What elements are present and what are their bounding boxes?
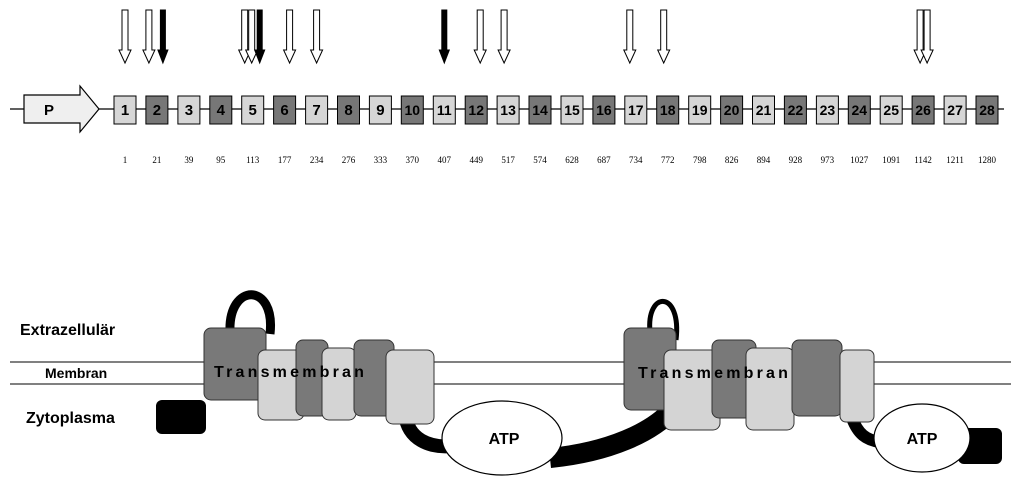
open-mutation-arrow-exon-6-6 — [284, 10, 296, 63]
exon-label-12: 12 — [468, 102, 484, 118]
exon-position-9: 333 — [374, 155, 388, 165]
exon-position-10: 370 — [406, 155, 420, 165]
open-mutation-arrow-exon-2-1 — [143, 10, 155, 63]
n-terminus-block — [156, 400, 206, 434]
exon-position-27: 1211 — [946, 155, 964, 165]
exon-label-19: 19 — [692, 102, 708, 118]
mutation-arrows — [119, 10, 933, 63]
exon-label-7: 7 — [312, 102, 320, 119]
open-mutation-arrow-exon-7-7 — [311, 10, 323, 63]
exon-label-22: 22 — [788, 102, 804, 118]
exon-label-26: 26 — [915, 102, 931, 118]
promoter-arrow — [24, 86, 99, 132]
exon-position-16: 687 — [597, 155, 611, 165]
tm1-segment-4 — [322, 348, 356, 420]
exon-position-22: 928 — [789, 155, 803, 165]
exon-label-14: 14 — [532, 102, 548, 118]
promoter: P — [24, 86, 99, 132]
exon-label-3: 3 — [185, 102, 193, 119]
open-mutation-arrow-exon-13-10 — [498, 10, 510, 63]
cytoplasm-label: Zytoplasma — [26, 410, 115, 427]
exon-position-3: 39 — [184, 155, 194, 165]
exon-label-10: 10 — [405, 102, 421, 118]
exon-label-4: 4 — [217, 102, 226, 119]
exon-position-24: 1027 — [850, 155, 869, 165]
exon-position-6: 177 — [278, 155, 292, 165]
tm2-segment-4 — [746, 348, 794, 430]
exon-position-21: 894 — [757, 155, 771, 165]
exon-position-23: 973 — [821, 155, 835, 165]
tm2-segment-6 — [840, 350, 874, 422]
exon-position-25: 1091 — [882, 155, 900, 165]
exon-label-18: 18 — [660, 102, 676, 118]
exon-label-24: 24 — [852, 102, 868, 118]
open-mutation-arrow-exon-18-12 — [658, 10, 670, 63]
exon-position-4: 95 — [216, 155, 226, 165]
exon-label-20: 20 — [724, 102, 740, 118]
exon-label-23: 23 — [820, 102, 836, 118]
exon-position-14: 574 — [533, 155, 547, 165]
atp-label-1: ATP — [489, 431, 520, 448]
filled-mutation-arrow-exon-5-5 — [255, 10, 265, 63]
tm2-segment-5 — [792, 340, 842, 416]
extracellular-label: Extrazellulär — [20, 322, 115, 339]
exon-position-26: 1142 — [914, 155, 932, 165]
exon-position-5: 113 — [246, 155, 260, 165]
exon-label-9: 9 — [376, 102, 384, 119]
exon-label-13: 13 — [500, 102, 516, 118]
atp-domain-2: ATP — [874, 404, 970, 472]
transmembrane-label-1: Transmembran — [214, 364, 367, 381]
exon-label-15: 15 — [564, 102, 580, 118]
open-mutation-arrow-exon-1-0 — [119, 10, 131, 63]
protein-topology: Extrazellulär Membran Zytoplasma Transme… — [10, 295, 1011, 475]
promoter-label: P — [44, 102, 54, 119]
atp-label-2: ATP — [907, 431, 938, 448]
exon-label-1: 1 — [121, 102, 129, 119]
exon-position-18: 772 — [661, 155, 675, 165]
exon-label-28: 28 — [979, 102, 995, 118]
atp-domain-1: ATP — [442, 401, 562, 475]
exon-position-28: 1280 — [978, 155, 997, 165]
transmembrane-domain-1: Transmembran — [204, 328, 434, 424]
exon-position-17: 734 — [629, 155, 643, 165]
exon-label-2: 2 — [153, 102, 161, 119]
exon-position-labels: 1 21 39 95 113 177 234 276 333 370 407 449 517 574 628… — [123, 155, 997, 165]
exon-label-27: 27 — [947, 102, 963, 118]
exon-label-5: 5 — [249, 102, 257, 119]
exon-label-8: 8 — [344, 102, 352, 119]
linker-atp1-tm2 — [550, 410, 672, 458]
exon-label-17: 17 — [628, 102, 644, 118]
exon-label-11: 11 — [437, 102, 452, 118]
exon-position-20: 826 — [725, 155, 739, 165]
exon-position-7: 234 — [310, 155, 324, 165]
open-mutation-arrow-exon-12-9 — [474, 10, 486, 63]
exon-label-16: 16 — [596, 102, 612, 118]
exon-label-25: 25 — [883, 102, 899, 118]
exon-position-11: 407 — [438, 155, 452, 165]
exon-position-8: 276 — [342, 155, 356, 165]
exon-label-21: 21 — [756, 102, 772, 118]
filled-mutation-arrow-exon-2-2 — [158, 10, 168, 63]
open-mutation-arrow-exon-17-11 — [624, 10, 636, 63]
membrane-label: Membran — [45, 365, 107, 381]
transmembrane-label-2: Transmembran — [638, 365, 791, 382]
filled-mutation-arrow-exon-11-8 — [439, 10, 449, 63]
exon-position-19: 798 — [693, 155, 707, 165]
exon-position-12: 449 — [469, 155, 483, 165]
exon-position-1: 1 — [123, 155, 128, 165]
tm1-segment-6 — [386, 350, 434, 424]
exon-label-6: 6 — [280, 102, 288, 119]
exon-position-13: 517 — [501, 155, 515, 165]
exon-position-15: 628 — [565, 155, 579, 165]
exon-position-2: 21 — [152, 155, 161, 165]
exon-group: 1234567891011121314151617181920212223242… — [114, 96, 998, 124]
